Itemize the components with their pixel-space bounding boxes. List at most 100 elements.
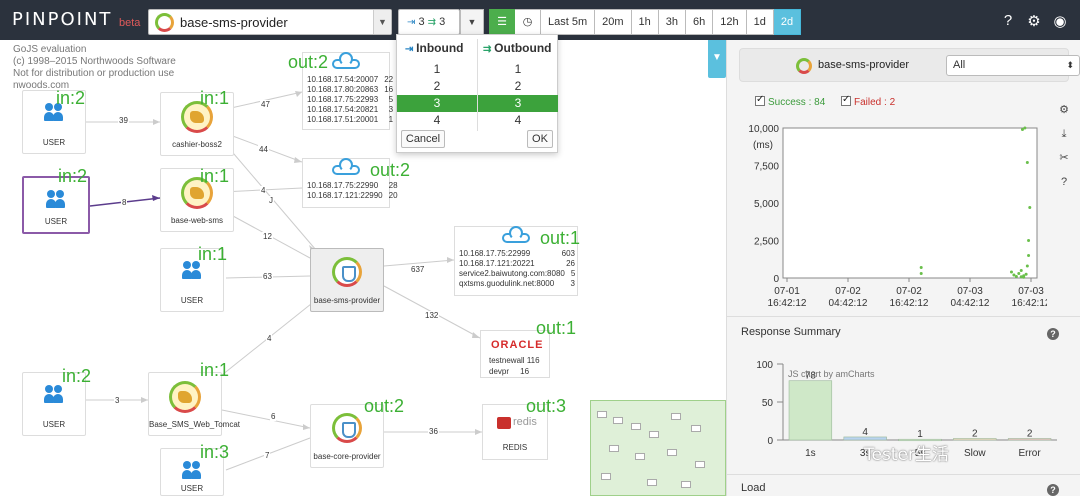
scatter-point	[1020, 128, 1024, 131]
inbound-header: ⇥ Inbound	[405, 41, 464, 59]
time-2d[interactable]: 2d	[773, 9, 802, 35]
edge-provider-cloud3	[383, 259, 455, 267]
outbound-option[interactable]: 4	[514, 113, 522, 127]
time-20m[interactable]: 20m	[595, 9, 632, 35]
chevron-down-icon[interactable]: ▼	[373, 10, 391, 34]
overview-node	[681, 481, 691, 488]
edge-label: 132	[424, 311, 440, 320]
user-node[interactable]: USER	[160, 248, 224, 312]
failed-label: Failed : 2	[854, 97, 896, 108]
cancel-button[interactable]: Cancel	[401, 130, 445, 148]
y-tick-label: 0	[773, 274, 779, 285]
host-address: 10.168.17.80:20863	[307, 85, 379, 94]
scatter-point	[1023, 126, 1027, 130]
y-tick-label: 0	[767, 436, 773, 447]
github-icon[interactable]: ◉	[1053, 13, 1067, 30]
download-icon[interactable]: ⤓	[1061, 128, 1067, 140]
help-icon[interactable]: ?	[1047, 328, 1059, 340]
node-label: USER	[42, 420, 66, 429]
host-count: 16	[384, 85, 394, 94]
users-icon	[44, 385, 64, 405]
out-count-annotation: out:3	[526, 396, 567, 416]
node-label: USER	[180, 484, 204, 493]
oracle-db-node[interactable]: ORACLE testnewall 116 devpr 16	[480, 330, 550, 378]
users-icon	[182, 261, 202, 281]
time-last-5m[interactable]: Last 5m	[541, 9, 596, 35]
host-count: 26	[566, 259, 575, 268]
edge-label: 39	[118, 116, 129, 125]
service-node-base-core-provider[interactable]: base-core-provider	[310, 404, 384, 468]
service-node-cashier-boss2[interactable]: cashier-boss2	[160, 92, 234, 156]
user-node[interactable]: USER	[22, 372, 86, 436]
help-icon[interactable]: ?	[1047, 484, 1059, 496]
panel-application-name: base-sms-provider	[818, 59, 910, 71]
chevron-down-icon[interactable]: ▼	[708, 40, 726, 78]
bar-value-label: 2	[1027, 428, 1033, 439]
time-range-bar: ☰ ◷ Last 5m 20m 1h 3h 6h 12h 1d 2d	[489, 9, 802, 35]
agent-filter-select[interactable]: All⬍	[946, 55, 1080, 76]
gear-icon[interactable]: ⚙	[1027, 13, 1041, 30]
x-tick-label: 1s	[805, 448, 816, 459]
outbound-options: 1 2 3 4	[478, 61, 558, 129]
cloud-host-row: 10.168.17.80:20863 16	[307, 85, 393, 95]
outbound-option[interactable]: 2	[514, 79, 522, 93]
user-node[interactable]: USER	[22, 90, 86, 154]
time-12h[interactable]: 12h	[713, 9, 747, 35]
inbound-option-selected[interactable]: 3	[397, 95, 477, 112]
response-time-scatter-chart[interactable]: (ms)10,0007,5005,0002,500007-0116:42:120…	[727, 118, 1047, 314]
host-count: 3	[388, 105, 394, 114]
inbound-header-label: Inbound	[416, 41, 464, 55]
redis-logo: redis	[513, 416, 537, 428]
help-icon[interactable]: ?	[1060, 176, 1068, 188]
outbound-arrow-icon: ⇉	[483, 44, 495, 55]
host-count: 28	[388, 181, 398, 190]
success-checkbox[interactable]: Success : 84	[755, 94, 825, 108]
server-map-overview[interactable]	[590, 400, 726, 496]
db-instance-count: 116	[526, 356, 540, 365]
time-6h[interactable]: 6h	[686, 9, 714, 35]
edge-label: 4	[260, 186, 267, 195]
x-tick-label: Slow	[964, 448, 986, 459]
search-depth-button[interactable]: ⇥ 3 ⇉ 3	[398, 9, 460, 35]
inbound-option[interactable]: 4	[433, 113, 441, 127]
outbound-option-selected[interactable]: 3	[478, 95, 558, 112]
time-1h[interactable]: 1h	[631, 9, 659, 35]
top-icons: ? ⚙ ◉	[1000, 12, 1068, 30]
overview-node	[613, 417, 623, 424]
depth-dropdown: ⇥ Inbound ⇉ Outbound 1 2 3 4 1 2 3 4 Can…	[396, 34, 558, 153]
service-node-base-sms-web-tomcat[interactable]: Base_SMS_Web_Tomcat	[148, 372, 240, 436]
depth-dropdown-toggle[interactable]: ▼	[460, 9, 484, 35]
outbound-option[interactable]: 1	[514, 62, 522, 76]
scatter-point	[1009, 270, 1013, 274]
scissors-icon[interactable]: ✂	[1059, 152, 1069, 164]
gear-icon[interactable]: ⚙	[1059, 104, 1069, 116]
app-logo[interactable]: PINPOINT	[12, 9, 113, 30]
select-arrow-icon: ⬍	[1066, 60, 1074, 70]
user-node-selected[interactable]: USER	[22, 176, 90, 234]
scatter-point	[1019, 275, 1023, 279]
service-node-base-web-sms[interactable]: base-web-sms	[160, 168, 234, 232]
failed-checkbox[interactable]: Failed : 2	[841, 94, 896, 108]
scatter-point	[1014, 275, 1018, 278]
in-count-annotation: in:1	[200, 88, 230, 108]
scatter-point	[1012, 273, 1016, 277]
info-panel: base-sms-provider All⬍ Success : 84 Fail…	[726, 40, 1080, 496]
host-address: 10.168.17.121:22990	[307, 191, 383, 200]
service-node-base-sms-provider[interactable]: base-sms-provider	[310, 248, 384, 312]
redis-node[interactable]: redis REDIS	[482, 404, 548, 460]
time-1d[interactable]: 1d	[746, 9, 774, 35]
inbound-option[interactable]: 1	[433, 62, 441, 76]
out-count-annotation: out:1	[540, 228, 581, 248]
ok-button[interactable]: OK	[527, 130, 553, 148]
inbound-option[interactable]: 2	[433, 79, 441, 93]
x-tick-label: 5s	[915, 448, 926, 459]
time-3h[interactable]: 3h	[658, 9, 687, 35]
help-icon[interactable]: ?	[1003, 12, 1013, 29]
application-select[interactable]: base-sms-provider ▼	[148, 9, 392, 35]
